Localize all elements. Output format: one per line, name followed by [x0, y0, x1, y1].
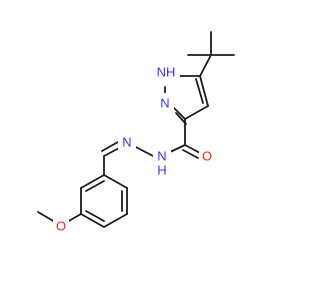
atom-label-o-carbonyl: O: [199, 146, 215, 166]
atom-label-o-methoxy: O: [53, 216, 69, 236]
molecule-structure: NH N O N H N O: [37, 31, 235, 236]
bond: [182, 149, 199, 159]
tert-butyl-group: [187, 31, 235, 77]
bond: [37, 211, 56, 223]
bond: [103, 174, 128, 189]
atom-label-n-pyrazole: N: [156, 93, 174, 113]
n-label: N: [157, 149, 166, 164]
o-label: O: [56, 219, 66, 234]
atom-label-n-imine: N: [118, 132, 136, 152]
bond: [195, 78, 204, 104]
bond: [199, 54, 212, 77]
bond: [103, 213, 128, 228]
amide-hydrazone-linker: [101, 118, 201, 176]
bond: [184, 105, 209, 120]
bond: [184, 144, 201, 154]
atom-label-n-amide: N H: [153, 149, 171, 178]
n-label: N: [122, 135, 131, 150]
bond: [171, 105, 186, 120]
bond: [85, 210, 105, 222]
bond: [101, 141, 119, 152]
nh-label: NH: [157, 65, 176, 80]
h-label: H: [157, 163, 166, 178]
benzene-ring: [80, 174, 128, 228]
bond: [66, 213, 82, 223]
bond: [199, 75, 209, 107]
bond: [80, 174, 105, 189]
n-label: N: [160, 96, 169, 111]
bond: [80, 213, 105, 228]
atom-label-nh-pyrazole: NH: [154, 62, 180, 82]
o-label: O: [202, 149, 212, 164]
bond: [85, 180, 105, 192]
methoxy-group: [37, 211, 82, 223]
